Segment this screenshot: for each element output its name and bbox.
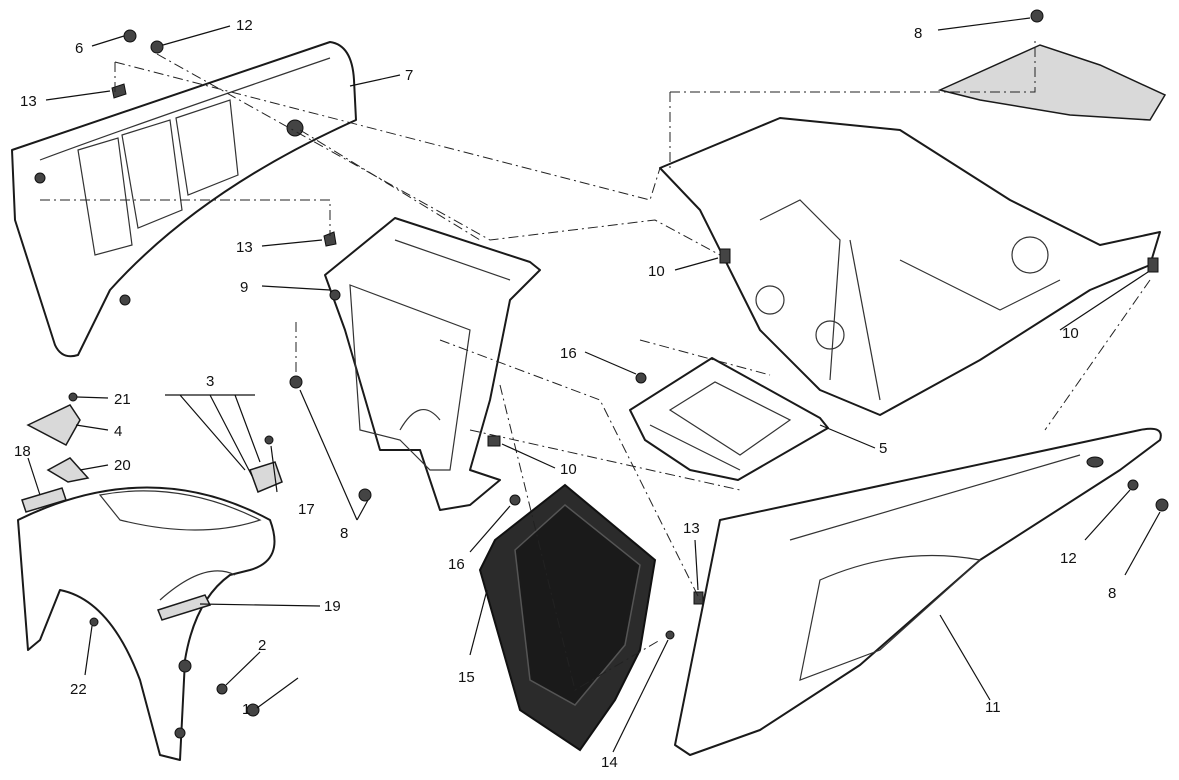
screw-16a [635, 372, 647, 384]
callout-10-top: 10 [648, 263, 665, 280]
washer-12 [150, 40, 164, 54]
clip-13c [693, 591, 704, 605]
callout-4: 4 [114, 423, 122, 440]
clip-10c [487, 435, 501, 447]
clip-10b [1147, 257, 1159, 273]
clip-13b [323, 231, 337, 247]
callout-10-right: 10 [1062, 325, 1079, 342]
callout-8-right: 8 [1108, 585, 1116, 602]
part-lower-fairing [674, 427, 1162, 756]
part-side-fairing-panel [11, 41, 357, 358]
screw-21 [68, 392, 78, 402]
washer-12b [1127, 479, 1139, 491]
screw-8a [289, 375, 303, 389]
screw-16b [509, 494, 521, 506]
callout-19: 19 [324, 598, 341, 615]
callout-13-top: 13 [20, 93, 37, 110]
screw-8b [358, 488, 372, 502]
callout-21: 21 [114, 391, 131, 408]
decal-part-18 [21, 487, 67, 513]
callout-labels: 1 2 3 4 5 6 7 8 8 8 9 10 10 10 11 12 12 … [14, 17, 1116, 771]
callout-18: 18 [14, 443, 31, 460]
callout-13-mid: 13 [236, 239, 253, 256]
callout-16-bottom: 16 [448, 556, 465, 573]
callout-5: 5 [879, 440, 887, 457]
callout-2: 2 [258, 637, 266, 654]
clip-10a [719, 248, 731, 264]
callout-8-left: 8 [340, 525, 348, 542]
screw-22 [89, 617, 99, 627]
plate-part-20 [46, 457, 90, 483]
screw-8c [1030, 9, 1044, 23]
decal-part-19 [157, 594, 212, 621]
part-inner-frame [324, 217, 541, 511]
part-inner-dark-panel [478, 483, 657, 752]
bracket-part-3 [249, 461, 283, 493]
part-rear-undertray [659, 44, 1167, 416]
bracket-part-4 [26, 404, 81, 447]
screw-8d [1155, 498, 1169, 512]
callout-12-right: 12 [1060, 550, 1077, 567]
callout-10-center: 10 [560, 461, 577, 478]
callout-3: 3 [206, 373, 214, 390]
callout-17: 17 [298, 501, 315, 518]
screw-17 [264, 435, 274, 445]
washer-2 [216, 683, 228, 695]
screw-14 [665, 630, 675, 640]
assembly-guide-lines [40, 40, 1151, 691]
part-under-tray [629, 357, 829, 481]
part-front-mudguard [17, 486, 276, 761]
callout-22: 22 [70, 681, 87, 698]
callout-9: 9 [240, 279, 248, 296]
callout-11: 11 [985, 699, 1001, 716]
callout-12-top: 12 [236, 17, 253, 34]
callout-14: 14 [601, 754, 618, 771]
callout-1: 1 [242, 701, 250, 718]
screw-6 [123, 29, 137, 43]
callout-13-right: 13 [683, 520, 700, 537]
clip-13 [111, 83, 127, 99]
callout-15: 15 [458, 669, 475, 686]
callout-16-top: 16 [560, 345, 577, 362]
callout-7: 7 [405, 67, 413, 84]
hardware [68, 9, 1169, 717]
callout-20: 20 [114, 457, 131, 474]
leader-lines [27, 17, 1161, 753]
callout-8-top: 8 [914, 25, 922, 42]
screw-1 [246, 703, 260, 717]
callout-6: 6 [75, 40, 83, 57]
